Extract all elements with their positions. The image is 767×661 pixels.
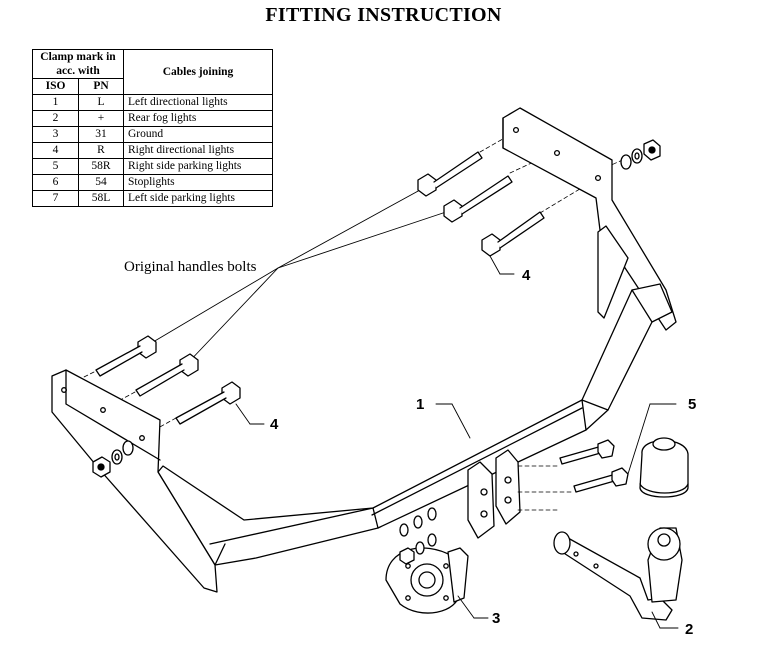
handles-bolts-label: Original handles bolts bbox=[124, 259, 257, 275]
table-row: 5 58R Right side parking lights bbox=[31, 158, 273, 175]
table-row: 4 R Right directional lights bbox=[31, 142, 273, 159]
wiring-table: Clamp mark in acc. with Cables joining I… bbox=[31, 49, 273, 207]
left-bracket bbox=[51, 369, 218, 593]
right-bracket bbox=[502, 107, 677, 331]
desc-cell: Right side parking lights bbox=[123, 158, 273, 175]
part-3-label: 3 bbox=[492, 610, 501, 627]
table-row: 7 58L Left side parking lights bbox=[31, 190, 273, 207]
main-cross-bar bbox=[157, 283, 673, 566]
left-nuts bbox=[92, 440, 134, 478]
upper-bolts bbox=[417, 151, 545, 257]
iso-cell: 7 bbox=[31, 190, 80, 207]
part-2-label: 2 bbox=[685, 621, 694, 638]
ball-axes bbox=[517, 465, 573, 511]
table-row: 3 31 Ground bbox=[31, 126, 273, 143]
tow-ball bbox=[553, 527, 683, 621]
part-1-label: 1 bbox=[416, 396, 425, 413]
page-title: FITTING INSTRUCTION bbox=[265, 4, 502, 26]
socket-plate bbox=[385, 547, 469, 614]
part-4-lower-label: 4 bbox=[270, 416, 279, 433]
header-pn: PN bbox=[78, 78, 124, 95]
table-row: 2 + Rear fog lights bbox=[31, 110, 273, 127]
part-4-upper-label: 4 bbox=[522, 267, 531, 284]
tow-ball-bolts bbox=[559, 439, 629, 493]
handles-bolts-leaders bbox=[147, 189, 447, 367]
part-leaders bbox=[235, 255, 679, 629]
header-clamp-mark: Clamp mark in acc. with bbox=[32, 49, 124, 79]
pn-cell: 58R bbox=[78, 158, 124, 175]
right-nuts bbox=[620, 139, 661, 170]
ball-cover bbox=[639, 437, 689, 498]
socket-fasteners bbox=[399, 507, 437, 565]
desc-cell: Left side parking lights bbox=[123, 190, 273, 207]
receiver-plates bbox=[467, 449, 521, 539]
lower-bolts bbox=[95, 335, 241, 425]
part-5-label: 5 bbox=[688, 396, 697, 413]
